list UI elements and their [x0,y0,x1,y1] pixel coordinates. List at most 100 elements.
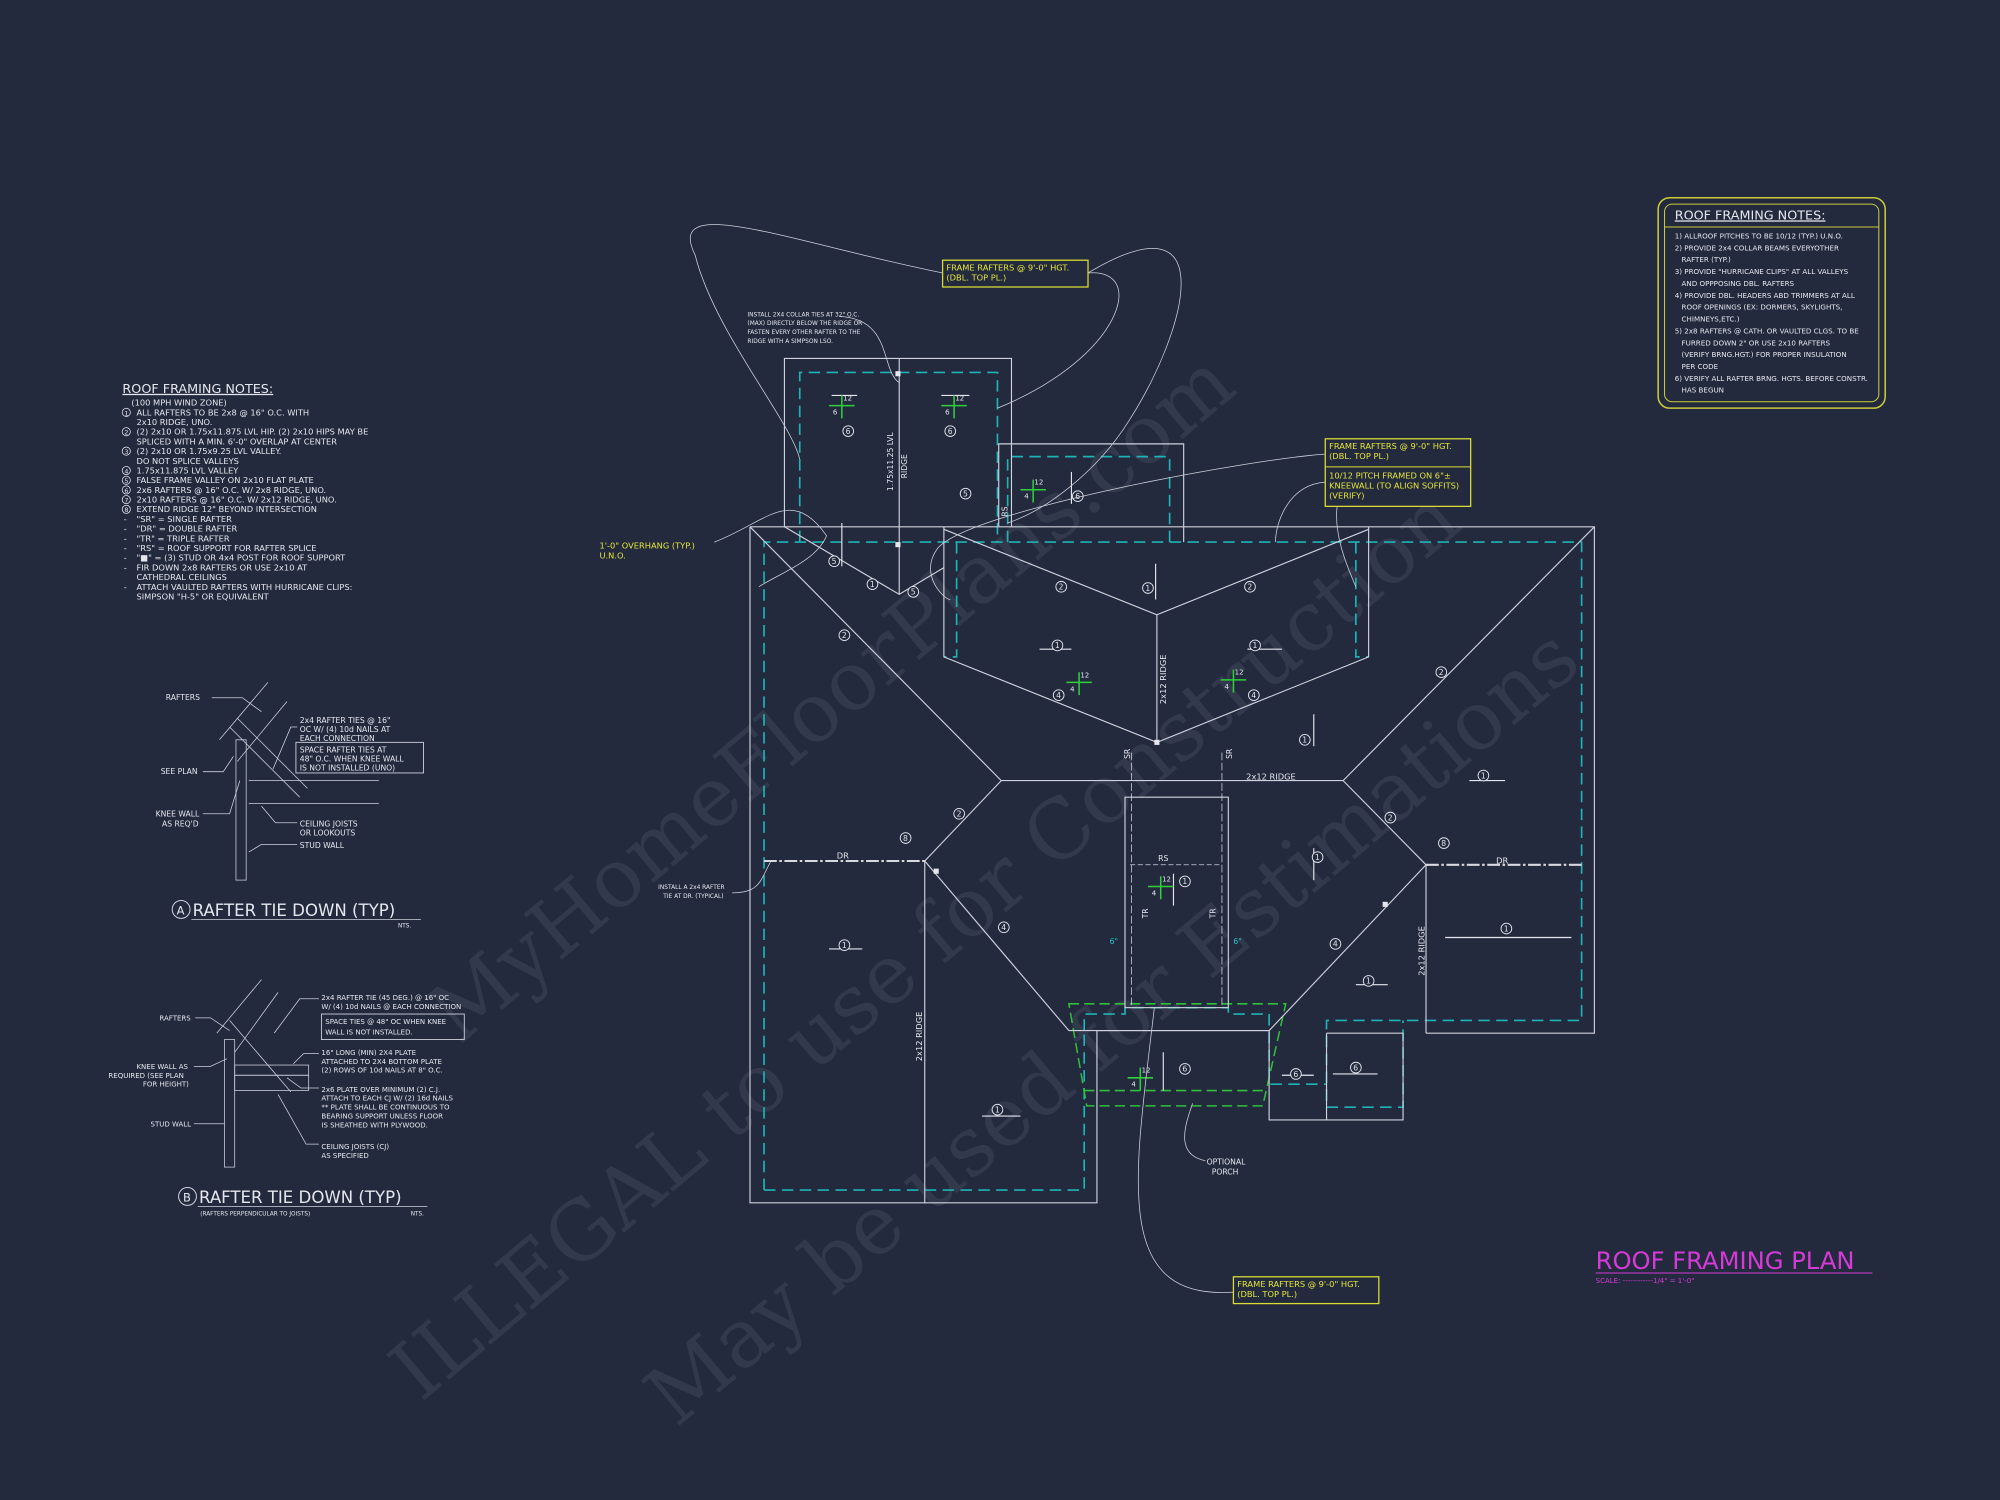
note-number-circle [121,495,131,505]
callout-tag: 5 [959,487,972,500]
ridge-label: 1.75x11.25 LVL [886,432,895,491]
right-roof-framing-notes: ROOF FRAMING NOTES: 1) ALLROOF PITCHES T… [1657,196,1886,409]
pitch-rise: 4 [1024,492,1029,501]
callout-tag: 2 [1244,580,1256,593]
pitch-run: 12 [1034,478,1043,487]
ridge-label: 2x12 RIDGE [1246,771,1296,781]
label-tie: W/ (4) 10d NAILS @ EACH CONNECTION [321,1002,461,1011]
note-line: HAS BEGUN [1675,386,1724,395]
note-number: 4 [124,467,128,475]
callout-tag: 1 [1179,875,1191,888]
note-line: (100 MPH WIND ZONE) [131,398,226,408]
detail-a-rafter-tie-down: RAFTERS SEE PLAN KNEE WALL AS REQ'D 2x4 … [156,682,424,929]
drawing-scale: SCALE: ------------1/4" = 1'-0" [1596,1276,1695,1285]
note-line: "RS" = ROOF SUPPORT FOR RAFTER SPLICE [136,543,316,553]
drawing-title: ROOF FRAMING PLAN [1596,1247,1855,1275]
note-text: (DBL. TOP PL.) [946,273,1006,283]
note-line: CHIMNEYS,ETC.) [1675,315,1740,324]
detail-tag: B [183,1191,191,1205]
callout-tag: 4 [1052,689,1065,701]
collar-tie-note: FASTEN EVERY OTHER RAFTER TO THE [747,330,860,336]
ridge-label: 2x12 RIDGE [1158,655,1168,705]
note-line: SPLICED WITH A MIN. 6'-0" OVERLAP AT CEN… [136,436,337,446]
title-block: ROOF FRAMING PLAN SCALE: ------------1/4… [1596,1247,1873,1285]
callout-tag: 8 [1438,837,1450,849]
pitch-rise: 4 [1152,888,1157,897]
label-cj: CEILING JOISTS (CJ) [321,1142,389,1151]
label-plate: 16" LONG (MIN) 2X4 PLATE [321,1048,416,1057]
pitch-symbol: 126 [941,394,967,419]
callout-number: 6 [1293,1070,1298,1079]
collar-tie-note: (MAX) DIRECTLY BELOW THE RIDGE OR [747,321,862,327]
callout-number: 1 [1481,771,1486,780]
note-line: 5) 2x8 RAFTERS @ CATH. OR VAULTED CLGS. … [1675,326,1860,335]
pitch-symbol: 124 [1066,670,1092,696]
callout-tag: 4 [1248,689,1260,701]
callout-number: 1 [1315,853,1320,862]
note-line: ROOF OPENINGS (EX: DORMERS, SKYLIGHTS, [1675,303,1843,312]
ridge-label: RIDGE [900,454,909,478]
notes-title: ROOF FRAMING NOTES: [1675,208,1826,223]
callout-tag: 6 [842,425,855,437]
pitch-rise: 6 [945,408,950,417]
callout-number: 4 [1001,923,1006,932]
overhang-note: U.N.O. [599,551,625,561]
note-line: (VERIFY BRNG.HGT.) FOR PROPER INSULATION [1675,350,1847,359]
label-plate2: IS SHEATHED WITH PLYWOOD. [321,1121,427,1130]
label-plate2: BEARING SUPPORT UNLESS FLOOR [321,1112,443,1121]
note-line: 2x10 RIDGE, UNO. [136,417,212,427]
callout-tag: 1 [838,939,851,951]
dimension-label: 6" [1110,937,1118,946]
frame-rafters-note-top: FRAME RAFTERS @ 9'-0" HGT. (DBL. TOP PL.… [941,259,1089,288]
callout-number: 6 [1353,1063,1358,1072]
note-line: ATTACH VAULTED RAFTERS WITH HURRICANE CL… [136,582,352,592]
note-bullet: - [124,533,127,543]
note-line: 2x10 RAFTERS @ 16" O.C. W/ 2x12 RIDGE, U… [136,495,336,505]
tr-label: TR [1141,908,1150,920]
note-line: RAFTER (TYP.) [1675,255,1731,264]
frame-rafters-note-bottom: FRAME RAFTERS @ 9'-0" HGT. (DBL. TOP PL.… [1232,1276,1380,1305]
label-stud: STUD WALL [300,841,345,850]
dimension-label: 6" [1233,937,1241,946]
callout-number: 1 [842,941,847,950]
label-space: IS NOT INSTALLED (UNO) [300,763,395,772]
sr-label: SR [1225,748,1234,759]
callout-number: 2 [842,631,847,640]
callout-number: 2 [1059,583,1064,592]
pitch-run: 12 [1080,670,1089,679]
note-line: SIMPSON "H-5" OR EQUIVALENT [136,591,269,601]
callout-number: 1 [1302,736,1307,745]
note-bullet: - [124,514,127,524]
note-line: CATHEDRAL CEILINGS [136,572,226,582]
optional-porch-label: OPTIONAL [1207,1158,1246,1167]
note-number-circle [121,446,131,456]
note-number: 3 [124,448,128,456]
label-plate: ATTACHED TO 2X4 BOTTOM PLATE [321,1057,442,1066]
note-line: "DR" = DOUBLE RAFTER [136,524,237,534]
note-line: (2) 2x10 OR 1.75x9.25 LVL VALLEY. [136,446,281,456]
callout-number: 6 [948,427,953,436]
note-text: (DBL. TOP PL.) [1237,1289,1297,1299]
note-text: (VERIFY) [1329,491,1364,501]
note-line: 1.75x11.875 LVL VALLEY [136,465,239,475]
label-space: WALL IS NOT INSTALLED. [325,1027,412,1036]
tr-label: TR [1209,908,1218,920]
note-bullet: - [124,543,127,553]
callout-tag: 2 [953,807,965,820]
note-line: "SR" = SINGLE RAFTER [136,514,232,524]
note-line: DO NOT SPLICE VALLEYS [136,456,238,466]
callout-tag: 6 [1072,490,1084,502]
pitch-rise: 6 [833,408,838,417]
callout-tag: 6 [1350,1061,1362,1074]
note-line: FURRED DOWN 2" OR USE 2x10 RAFTERS [1675,338,1831,347]
callout-number: 4 [1251,691,1256,700]
note-number: 8 [124,506,128,514]
note-line: "■" = (3) STUD OR 4x4 POST FOR ROOF SUPP… [136,553,346,563]
ridge-label: 2x12 RIDGE [914,1012,924,1062]
note-line: ALL RAFTERS TO BE 2x8 @ 16" O.C. WITH [136,407,309,417]
overhang-note: 1'-0" OVERHANG (TYP.) [599,540,694,550]
callout-number: 2 [1439,668,1444,677]
callout-number: 8 [903,834,908,843]
callout-tag: 1 [1311,851,1324,863]
